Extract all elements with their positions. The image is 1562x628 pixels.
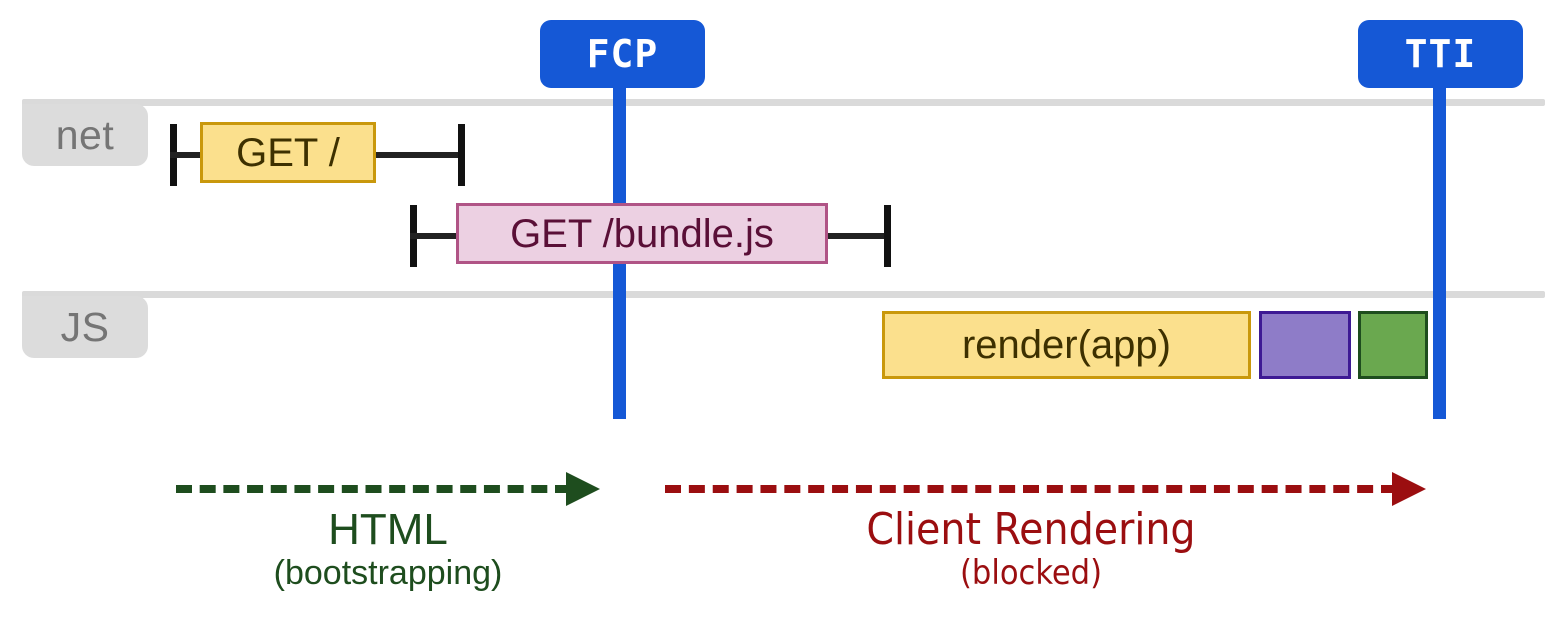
get-root-end-connector — [370, 152, 465, 158]
get-bundle-end-connector — [820, 233, 890, 239]
lane-badge-js: JS — [22, 296, 148, 358]
phase-arrow-client-rendering-head — [1392, 472, 1426, 506]
task-bar-render-app-label: render(app) — [961, 323, 1171, 367]
phase-caption-client-rendering: Client Rendering (blocked) — [665, 504, 1397, 594]
fcp-marker-badge: FCP — [540, 20, 705, 88]
get-bundle-end-whisker — [884, 205, 891, 267]
tti-marker-line — [1433, 88, 1446, 419]
phase-caption-html-subtitle: (bootstrapping) — [273, 554, 503, 593]
lane-badge-net-label: net — [55, 111, 115, 158]
phase-arrow-html-head — [566, 472, 600, 506]
lane-separator-js — [22, 291, 1545, 298]
task-bar-green[interactable] — [1358, 311, 1428, 379]
network-bar-get-root[interactable]: GET / — [200, 122, 376, 183]
tti-marker-label: TTI — [1404, 32, 1477, 76]
task-bar-render-app[interactable]: render(app) — [882, 311, 1251, 379]
phase-caption-client-rendering-subtitle: (blocked) — [959, 553, 1103, 594]
lane-badge-js-label: JS — [60, 303, 110, 350]
get-root-end-whisker — [458, 124, 465, 186]
phase-caption-client-rendering-title: Client Rendering — [866, 504, 1196, 555]
get-bundle-start-connector — [410, 233, 462, 239]
network-bar-get-root-label: GET / — [236, 130, 340, 175]
task-bar-purple[interactable] — [1259, 311, 1351, 379]
network-bar-get-bundle-label: GET /bundle.js — [510, 211, 774, 256]
get-root-start-connector — [170, 152, 206, 158]
tti-marker-badge: TTI — [1358, 20, 1523, 88]
lane-separator-net — [22, 99, 1545, 106]
fcp-marker-label: FCP — [586, 32, 659, 76]
phase-arrow-client-rendering — [665, 485, 1397, 493]
phase-caption-html: HTML (bootstrapping) — [178, 505, 598, 592]
network-bar-get-bundle[interactable]: GET /bundle.js — [456, 203, 828, 264]
lane-badge-net: net — [22, 104, 148, 166]
phase-caption-html-title: HTML — [328, 505, 448, 554]
phase-arrow-html — [176, 485, 571, 493]
